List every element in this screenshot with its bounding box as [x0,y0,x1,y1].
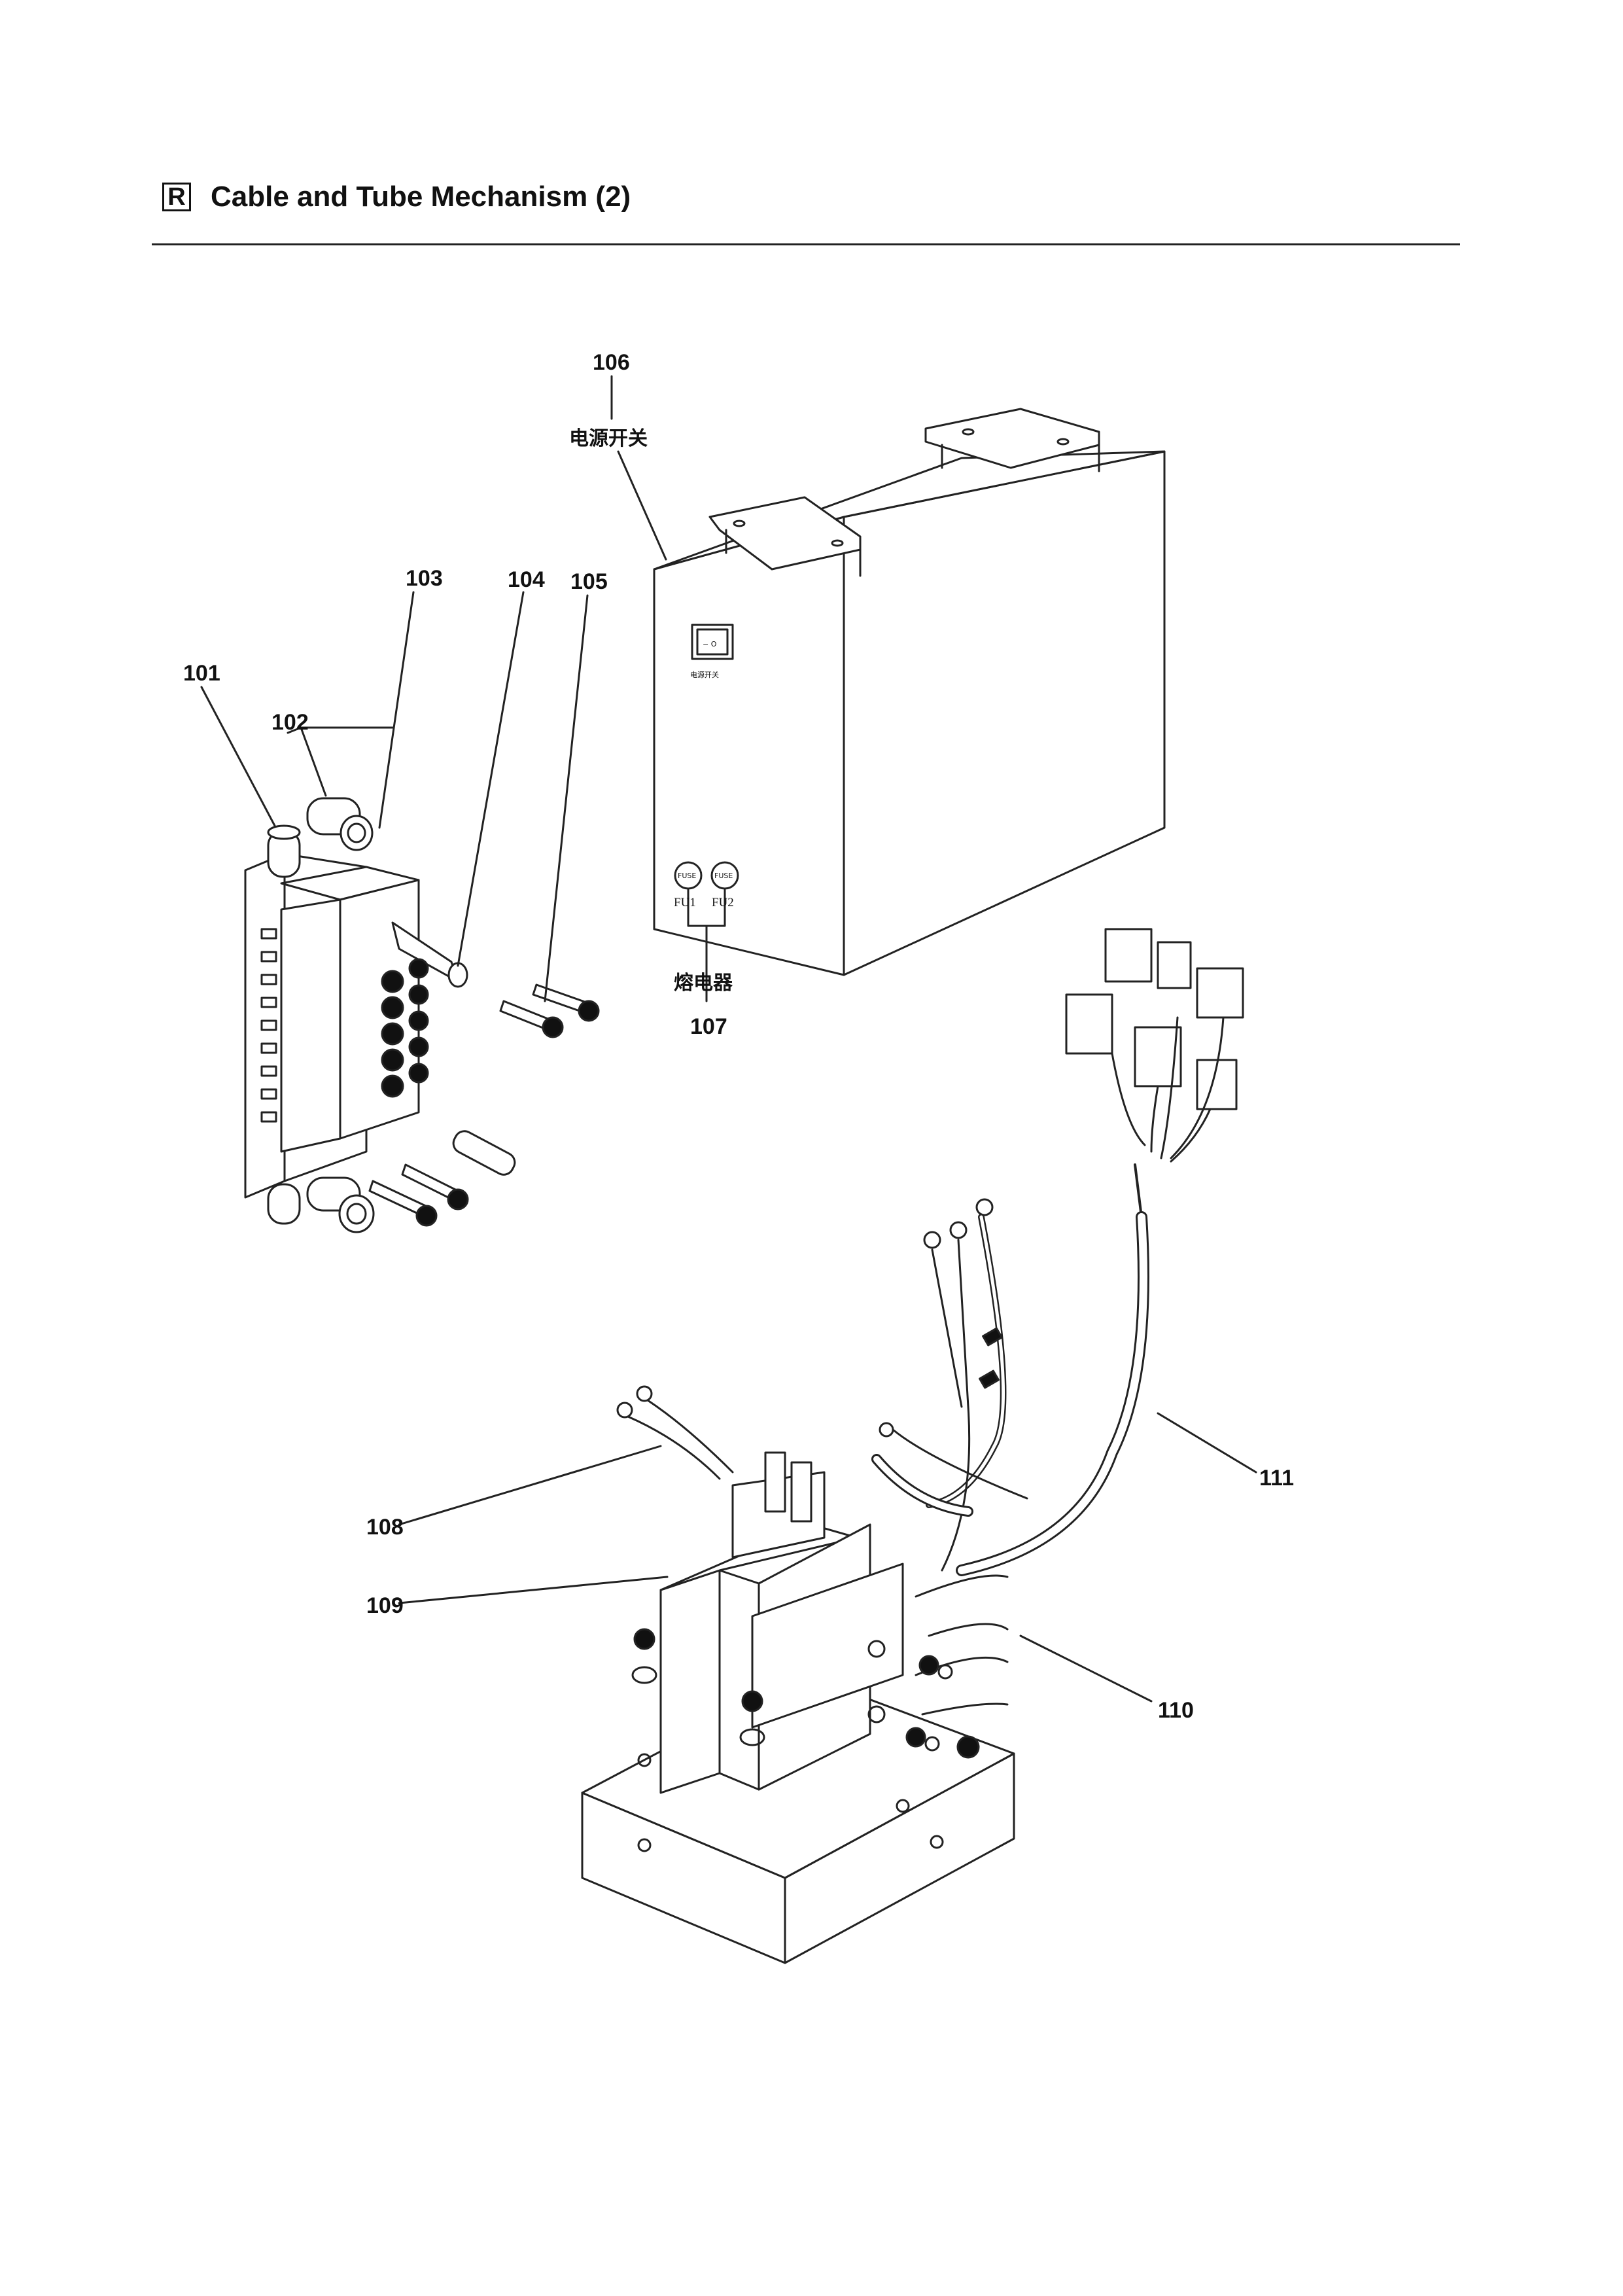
power-switch-label: 电源开关 [569,427,648,450]
callout-103: 103 [406,566,443,591]
fuse-label: 熔电器 [674,972,733,995]
callout-104: 104 [508,567,545,592]
callout-101: 101 [183,661,220,686]
valve-manifold [244,797,468,1233]
callout-110: 110 [1158,1698,1194,1723]
fu1-label: FU1 [674,896,696,910]
callout-109: 109 [366,1593,404,1618]
callout-102: 102 [271,710,309,735]
header-divider [152,243,1460,245]
screws-105 [368,983,600,1227]
connector-harness [956,928,1244,1576]
ring-terminal-leads [616,1198,1028,1716]
section-letter-box: R [162,183,191,211]
callout-106: 106 [593,350,630,375]
fuse-fu2-icon [710,861,739,890]
callout-107: 107 [690,1014,727,1039]
fu2-label: FU2 [712,896,734,910]
fuse-fu1-icon [674,861,703,890]
power-switch-icon [691,624,734,660]
callout-105: 105 [570,569,608,594]
page-title: Cable and Tube Mechanism (2) [211,181,631,213]
callout-111: 111 [1259,1466,1294,1491]
callout-108: 108 [366,1515,404,1540]
leader-lines [200,375,1257,1703]
section-header: R Cable and Tube Mechanism (2) [162,177,631,217]
switch-face-label: − O [703,640,717,648]
transformer-assembly [581,1451,1015,1964]
fuse-badge-2: FUSE [714,872,733,880]
electrical-box [653,408,1166,976]
fuse-badge-1: FUSE [678,872,696,880]
switch-panel-label: 电源开关 [690,670,719,679]
